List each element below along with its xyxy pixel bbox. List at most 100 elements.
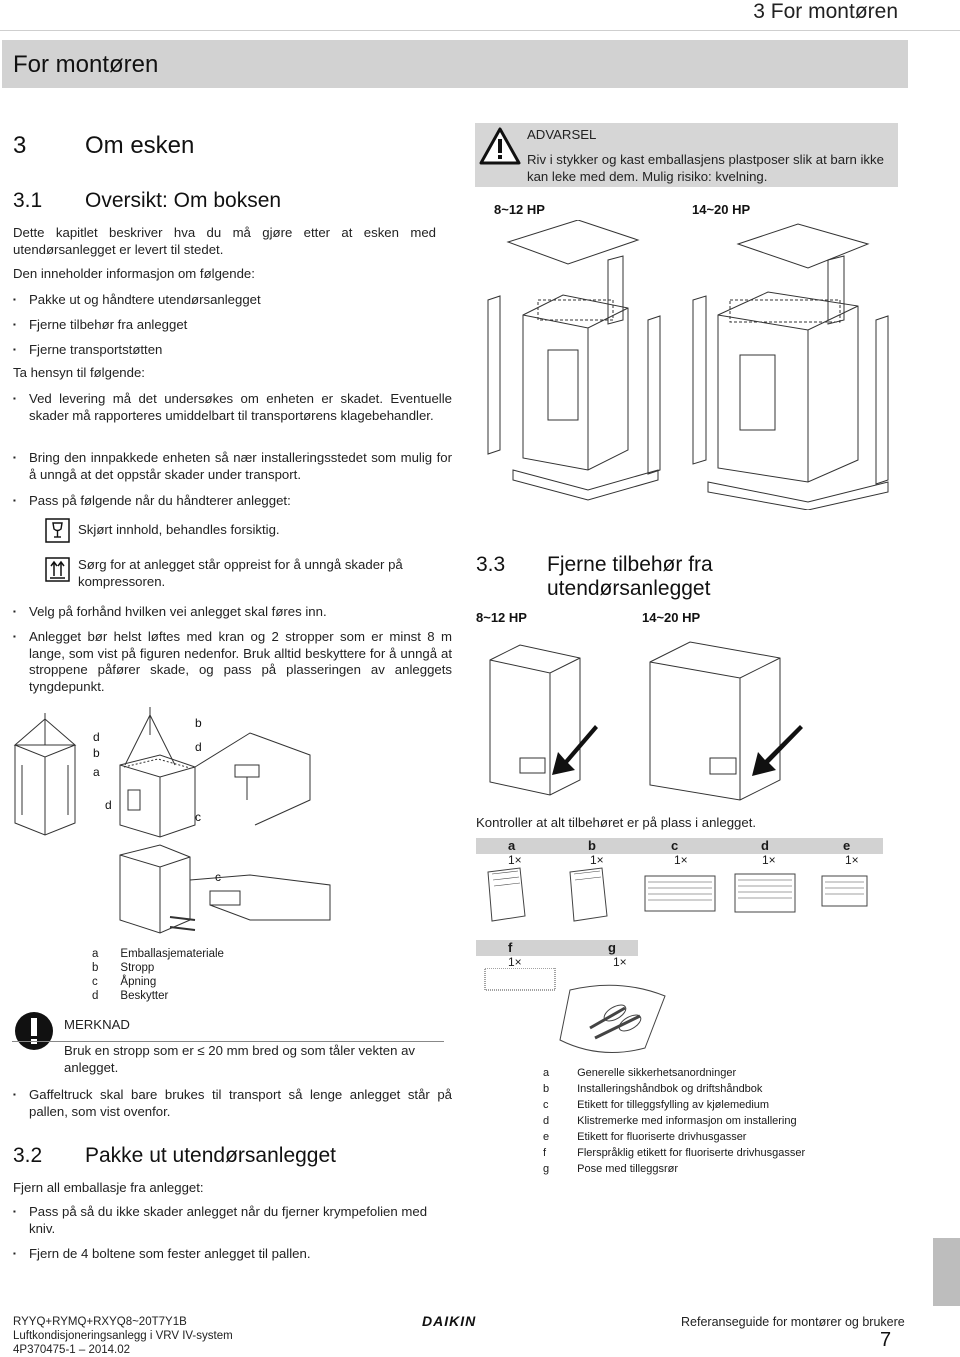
acc-header: c xyxy=(671,838,679,853)
note-text: Bruk en stropp som er ≤ 20 mm bred og so… xyxy=(64,1043,415,1075)
legend-value: Etikett for tilleggsfylling av kjølemedi… xyxy=(577,1099,770,1111)
acc-qty: 1× xyxy=(613,955,627,969)
warning-triangle-icon xyxy=(479,127,521,165)
legend-value: Åpning xyxy=(120,976,157,988)
note-rule xyxy=(12,1041,444,1042)
legend-key: b xyxy=(92,962,99,974)
footer-doc-number: 4P370475-1 – 2014.02 xyxy=(13,1344,131,1356)
fig-label-c: c xyxy=(215,870,221,884)
warning-text: Riv i stykker og kast emballasjens plast… xyxy=(527,152,884,184)
list-item: Gaffeltruck skal bare brukes til transpo… xyxy=(13,1087,452,1120)
legend-value: Emballasjemateriale xyxy=(120,948,224,960)
fig-label-d: d xyxy=(93,730,100,744)
header-rule xyxy=(0,30,960,31)
list-item: Pakke ut og håndtere utendørsanlegget xyxy=(13,292,449,309)
warning-title: ADVARSEL xyxy=(527,127,597,142)
chapter-header: 3 For montøren xyxy=(753,0,898,23)
accessory-items-illustration xyxy=(487,867,868,922)
footer-guide: Referanseguide for montører og brukere xyxy=(681,1315,905,1329)
legend-key: b xyxy=(543,1083,550,1095)
warning-box xyxy=(475,123,898,187)
list-item: Velg på forhånd hvilken vei anlegget ska… xyxy=(13,604,452,621)
legend-value: Generelle sikkerhetsanordninger xyxy=(577,1067,737,1079)
upright-text: Sørg for at anlegget står oppreist for å… xyxy=(78,557,403,589)
subsection-number: 3.1 xyxy=(13,189,43,212)
contains-text: Den inneholder informasjon om følgende: xyxy=(13,266,255,281)
list-item: Pass på følgende når du håndterer anlegg… xyxy=(13,493,452,510)
legend-value: Installeringshåndbok og driftshåndbok xyxy=(577,1083,763,1095)
acc-header: e xyxy=(843,838,851,853)
list-item: Fjerne transportstøtten xyxy=(13,342,449,359)
banner xyxy=(2,40,908,88)
legend-value: Etikett for fluoriserte drivhusgasser xyxy=(577,1131,747,1143)
this-way-up-icon xyxy=(45,557,70,582)
legend-key: a xyxy=(543,1067,550,1079)
fragile-glass-icon xyxy=(45,518,70,543)
accessory-legend: a Generelle sikkerhetsanordninger b Instal… xyxy=(541,1064,811,1178)
list-item: Anlegget bør helst løftes med kran og 2 … xyxy=(13,629,452,695)
acc-qty: 1× xyxy=(590,853,604,867)
list-item: Pass på så du ikke skader anlegget når d… xyxy=(13,1204,452,1237)
legend-value: Beskytter xyxy=(120,990,169,1002)
banner-title: For montøren xyxy=(13,51,159,78)
unpacking-illustration xyxy=(487,220,889,510)
acc-qty: 1× xyxy=(508,955,522,969)
acc-header: b xyxy=(588,838,596,853)
fragile-text: Skjørt innhold, behandles forsiktig. xyxy=(78,522,280,537)
fig-label-b: b xyxy=(195,716,202,730)
hp-label-large: 14~20 HP xyxy=(692,202,751,217)
intro-paragraph: Dette kapitlet beskriver hva du må gjøre… xyxy=(13,225,436,257)
list-item: Fjerne tilbehør fra anlegget xyxy=(13,317,449,334)
list-item: Fjern de 4 boltene som fester anlegget t… xyxy=(13,1246,452,1263)
note-title: MERKNAD xyxy=(64,1017,130,1032)
subsection-title: Pakke ut utendørsanlegget xyxy=(85,1144,336,1167)
legend-value: Klistremerke med informasjon om installe… xyxy=(577,1115,797,1127)
fig-label-d: d xyxy=(105,798,112,812)
accessory-header-row: a b c d e xyxy=(476,838,883,854)
acc-header: a xyxy=(508,838,516,853)
legend-value: Stropp xyxy=(120,962,155,974)
legend-key: d xyxy=(543,1115,550,1127)
acc-header: g xyxy=(608,940,616,955)
subsection-number: 3.2 xyxy=(13,1144,43,1167)
footer-description: Luftkondisjoneringsanlegg i VRV IV-syste… xyxy=(13,1330,233,1342)
legend-key: f xyxy=(543,1147,547,1159)
hp-label-large: 14~20 HP xyxy=(642,610,701,625)
legend-value: Flerspråklig etikett for fluoriserte dri… xyxy=(577,1147,806,1159)
list-item: Ved levering må det undersøkes om enhete… xyxy=(13,391,452,424)
section-title: Om esken xyxy=(85,132,195,159)
subsection-title: Fjerne tilbehør fra utendørsanlegget xyxy=(547,553,713,600)
fig-label-c: c xyxy=(195,810,201,824)
legend-value: Pose med tilleggsrør xyxy=(577,1163,678,1175)
acc-qty: 1× xyxy=(845,853,859,867)
daikin-logo: DAIKIN xyxy=(422,1313,477,1329)
footer-model: RYYQ+RYMQ+RXYQ8~20T7Y1B xyxy=(13,1316,187,1328)
subsection-number: 3.3 xyxy=(476,553,506,576)
label-and-pipe-bag-illustration xyxy=(484,968,666,1053)
legend-key: e xyxy=(543,1131,550,1143)
side-tab xyxy=(933,1238,960,1306)
acc-header: f xyxy=(508,940,513,955)
fig-label-a: a xyxy=(93,765,100,779)
fig-label-b: b xyxy=(93,746,100,760)
accessory-location-illustration xyxy=(489,641,803,801)
unpack-intro: Fjern all emballasje fra anlegget: xyxy=(13,1180,204,1195)
check-text: Kontroller at alt tilbehøret er på plass… xyxy=(476,815,757,830)
fig-label-d: d xyxy=(195,740,202,754)
consider-text: Ta hensyn til følgende: xyxy=(13,365,145,380)
section-number: 3 xyxy=(13,132,27,159)
accessory-header-row xyxy=(476,940,638,956)
legend-key: a xyxy=(92,948,99,960)
acc-qty: 1× xyxy=(508,853,522,867)
acc-header: d xyxy=(761,838,769,853)
legend-key: g xyxy=(543,1163,550,1175)
exclamation-icon xyxy=(15,1012,53,1050)
legend-key: c xyxy=(543,1099,549,1111)
hp-label-small: 8~12 HP xyxy=(494,202,545,217)
acc-qty: 1× xyxy=(762,853,776,867)
legend-key: d xyxy=(92,990,99,1002)
list-item: Bring den innpakkede enheten så nær inst… xyxy=(13,450,452,483)
lifting-illustration: d b a b d d c c xyxy=(13,707,331,934)
page-number: 7 xyxy=(880,1329,892,1351)
